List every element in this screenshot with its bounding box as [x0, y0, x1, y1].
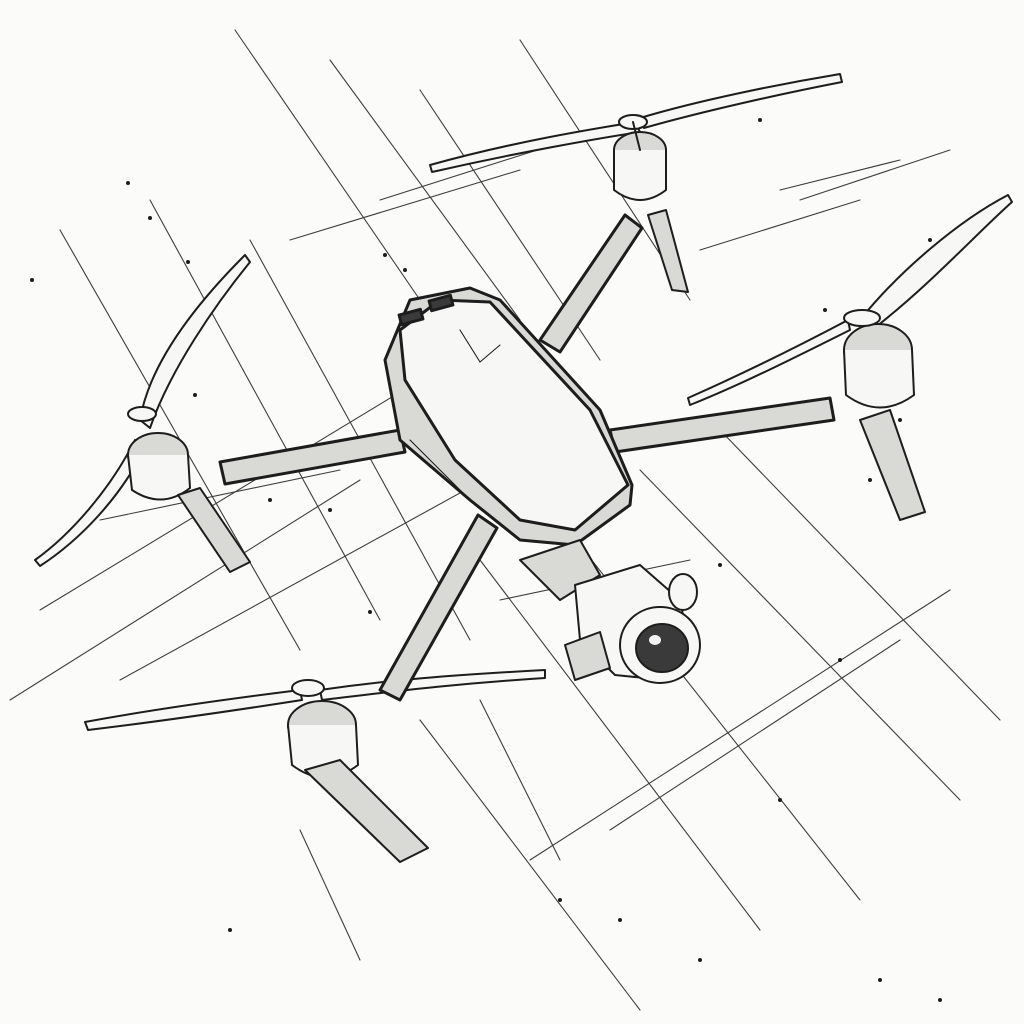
pen-dot — [126, 181, 130, 185]
construction-line — [39, 379, 421, 611]
sketch-marks — [30, 118, 942, 1002]
pen-dot — [778, 798, 782, 802]
pen-dot — [383, 253, 387, 257]
pen-dot — [823, 308, 827, 312]
pen-dot — [898, 418, 902, 422]
pen-dot — [30, 278, 34, 282]
pen-dot — [718, 563, 722, 567]
pen-dot — [928, 238, 932, 242]
pen-dot — [268, 498, 272, 502]
pen-dot — [193, 393, 197, 397]
pen-dot — [148, 216, 152, 220]
construction-line — [699, 199, 861, 251]
construction-line — [329, 59, 521, 321]
pen-dot — [328, 508, 332, 512]
motor-right — [843, 309, 915, 409]
pen-dot — [758, 118, 762, 122]
landing-leg-front — [647, 209, 689, 293]
pen-dot — [228, 928, 232, 932]
arm-right — [608, 396, 836, 454]
arm-left — [218, 428, 407, 486]
construction-line — [479, 699, 561, 861]
construction-line — [289, 169, 521, 241]
construction-line — [419, 719, 641, 1011]
pen-dot — [868, 478, 872, 482]
propeller-right — [687, 194, 1013, 406]
pen-dot — [618, 918, 622, 922]
landing-leg-right — [859, 409, 926, 521]
construction-line — [719, 429, 1001, 721]
pen-dot — [698, 958, 702, 962]
construction-lines — [9, 29, 1001, 1011]
pen-dot — [186, 260, 190, 264]
construction-line — [119, 459, 521, 681]
arm-bottom — [378, 513, 499, 702]
pen-dot — [938, 998, 942, 1002]
landing-leg-left — [177, 487, 251, 573]
landing-leg-bottom — [304, 759, 429, 863]
arm-front-right — [538, 213, 644, 354]
construction-line — [529, 589, 951, 861]
construction-line — [799, 149, 951, 201]
camera-gimbal — [519, 539, 701, 684]
propeller-bottom-left — [84, 669, 546, 731]
drone-body — [383, 286, 634, 547]
pen-dot — [558, 898, 562, 902]
construction-line — [609, 639, 901, 831]
pen-dot — [838, 658, 842, 662]
pen-dot — [878, 978, 882, 982]
pen-dot — [403, 268, 407, 272]
construction-line — [9, 479, 361, 701]
motor-bottom-left — [287, 679, 359, 779]
construction-line — [479, 559, 761, 931]
construction-line — [149, 199, 381, 621]
pen-dot — [368, 610, 372, 614]
construction-line — [234, 29, 421, 301]
construction-line — [779, 159, 901, 191]
propeller-left — [34, 254, 251, 567]
construction-line — [99, 469, 341, 521]
construction-line — [639, 469, 961, 801]
construction-line — [299, 829, 361, 961]
motor-left — [127, 406, 191, 501]
motor-front-right — [613, 114, 667, 201]
